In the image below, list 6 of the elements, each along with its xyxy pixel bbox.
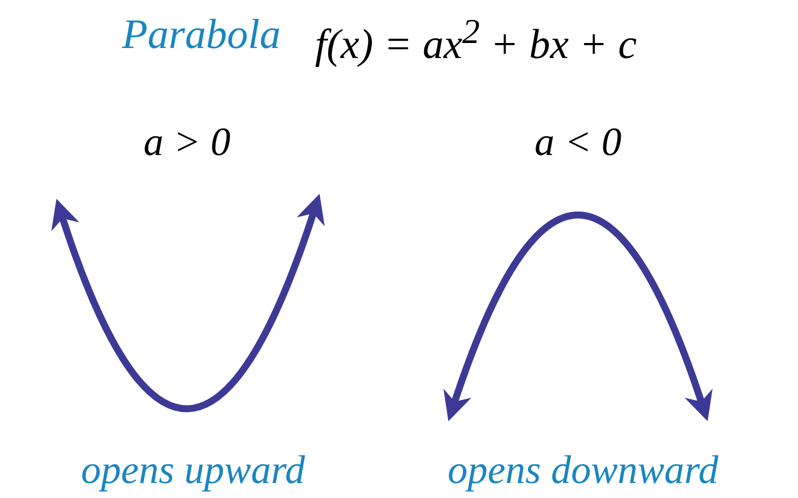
condition-label: a < 0: [534, 122, 622, 162]
title: Parabola: [122, 14, 281, 56]
formula: f(x) = ax$^{2}$ + bx + c: [315, 14, 637, 66]
caption: opens upward: [80, 450, 306, 490]
caption: opens downward: [448, 450, 718, 490]
condition-label: a > 0: [144, 122, 230, 162]
